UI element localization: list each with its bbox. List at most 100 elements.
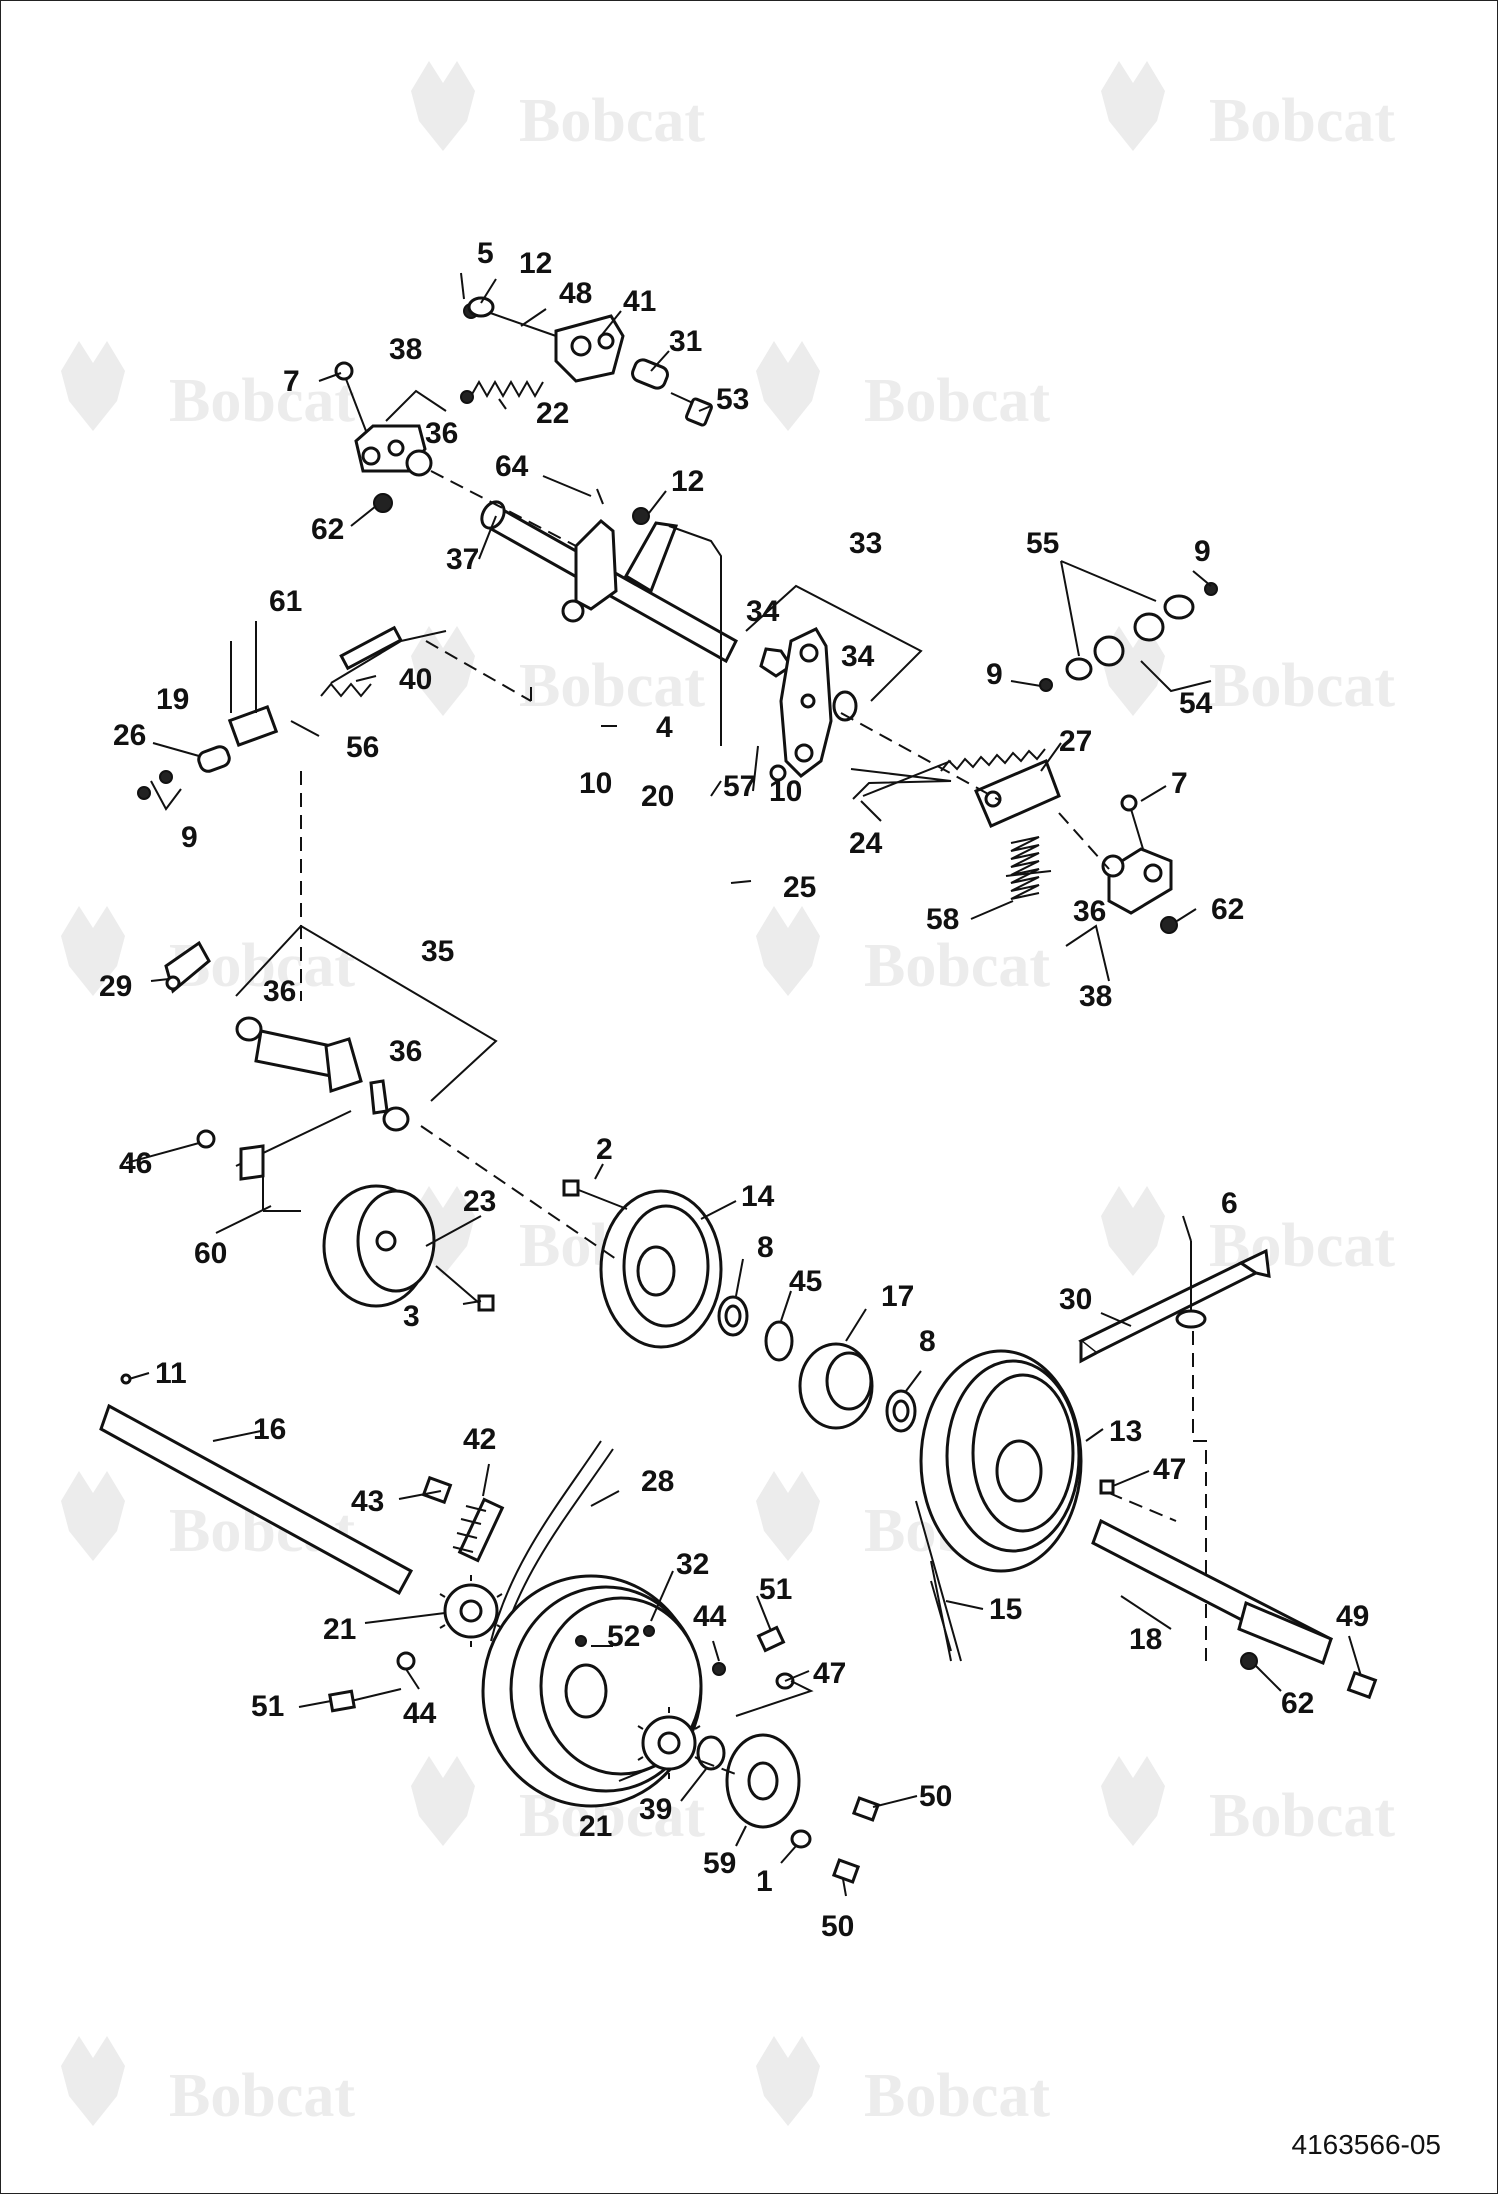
callout-12: 12: [671, 465, 704, 498]
callout-9: 9: [1194, 535, 1211, 568]
watermark-text: Bobcat: [864, 2062, 1050, 2130]
callout-50: 50: [919, 1780, 952, 1813]
part-bracket-38-right: [1101, 794, 1178, 934]
callout-10: 10: [769, 775, 802, 808]
callout-47: 47: [813, 1657, 846, 1690]
callout-18: 18: [1129, 1623, 1162, 1656]
callout-44: 44: [403, 1697, 437, 1730]
part-pulley-13: [915, 1349, 1083, 1662]
watermark-text: Bobcat: [864, 367, 1050, 435]
callout-36: 36: [389, 1035, 422, 1068]
callout-62: 62: [311, 513, 344, 546]
part-pulley-32: [481, 1574, 703, 1808]
callout-51: 51: [759, 1573, 792, 1606]
callout-52: 52: [607, 1620, 640, 1653]
watermark-text: Bobcat: [169, 2062, 355, 2130]
callout-64: 64: [495, 450, 529, 483]
callout-58: 58: [926, 903, 959, 936]
callout-4: 4: [656, 711, 673, 744]
callout-5: 5: [477, 237, 494, 270]
callout-62: 62: [1281, 1687, 1314, 1720]
callout-38: 38: [389, 333, 422, 366]
callout-20: 20: [641, 780, 674, 813]
callout-7: 7: [1171, 767, 1188, 800]
part-shaft-18: [1091, 1518, 1378, 1700]
callout-25: 25: [783, 871, 816, 904]
callout-16: 16: [253, 1413, 286, 1446]
callout-41: 41: [623, 285, 656, 318]
callout-36: 36: [425, 417, 458, 450]
callout-6: 6: [1221, 1187, 1238, 1220]
callout-27: 27: [1059, 725, 1092, 758]
callout-3: 3: [403, 1300, 420, 1333]
watermark-text: Bobcat: [1209, 652, 1395, 720]
callout-8: 8: [919, 1325, 936, 1358]
callout-51: 51: [251, 1690, 284, 1723]
callout-10: 10: [579, 767, 612, 800]
callout-24: 24: [849, 827, 883, 860]
document-number: 4163566-05: [1291, 2129, 1441, 2160]
watermark-layer: Bobcat Bobcat Bobcat Bobcat Bobcat Bobca…: [61, 61, 1395, 2130]
part-shaft-16: [99, 1373, 453, 1596]
callout-35: 35: [421, 935, 454, 968]
part-pulley-14: [562, 1179, 723, 1349]
callout-34: 34: [841, 640, 875, 673]
part-rod-24: [850, 748, 1046, 800]
callout-12: 12: [519, 247, 552, 280]
part-shaft-37: [480, 488, 738, 746]
watermark-text: Bobcat: [1209, 87, 1395, 155]
callout-17: 17: [881, 1280, 914, 1313]
centerlines: [300, 470, 1177, 1777]
callout-34: 34: [746, 595, 780, 628]
callout-22: 22: [536, 397, 569, 430]
callout-30: 30: [1059, 1283, 1092, 1316]
callout-48: 48: [559, 277, 592, 310]
parts-layer: [99, 272, 1378, 1884]
part-washers-54-55: [1039, 582, 1218, 692]
callout-44: 44: [693, 1600, 727, 1633]
part-belt-15: [930, 1580, 952, 1652]
watermark-text: Bobcat: [1209, 1782, 1395, 1850]
callout-60: 60: [194, 1237, 227, 1270]
callout-50: 50: [821, 1910, 854, 1943]
callout-32: 32: [676, 1548, 709, 1581]
callout-59: 59: [703, 1847, 736, 1880]
part-bearing-stack: [717, 1295, 917, 1433]
callout-54: 54: [1179, 687, 1213, 720]
group-braces: [150, 389, 1212, 1717]
callout-8: 8: [757, 1231, 774, 1264]
part-bracket-38-left: [334, 361, 433, 513]
part-hub-59: [725, 1733, 881, 1884]
callout-13: 13: [1109, 1415, 1142, 1448]
callout-23: 23: [463, 1185, 496, 1218]
callout-21: 21: [323, 1613, 356, 1646]
callout-labels: 5 12 48 41 38 7 31 22 53 36 64 12 62 37 …: [99, 237, 1369, 1943]
part-spring-22: [460, 379, 544, 404]
callout-33: 33: [849, 527, 882, 560]
part-bracket-30: [1078, 1241, 1271, 1661]
callout-57: 57: [723, 770, 756, 803]
callout-11: 11: [155, 1357, 187, 1390]
watermark-text: Bobcat: [519, 87, 705, 155]
part-spring-58: [1005, 836, 1052, 900]
callout-46: 46: [119, 1147, 152, 1180]
callout-53: 53: [716, 383, 749, 416]
part-sprocket-21-left: [328, 1575, 503, 1713]
watermark-text: Bobcat: [519, 652, 705, 720]
callout-49: 49: [1336, 1600, 1369, 1633]
callout-15: 15: [989, 1593, 1022, 1626]
part-link-left: [137, 621, 447, 800]
callout-38: 38: [1079, 980, 1112, 1013]
callout-7: 7: [283, 365, 300, 398]
callout-2: 2: [596, 1133, 613, 1166]
callout-1: 1: [756, 1865, 773, 1898]
callout-47: 47: [1153, 1453, 1186, 1486]
callout-42: 42: [463, 1423, 496, 1456]
callout-26: 26: [113, 719, 146, 752]
part-washer-12-top: [460, 272, 495, 318]
callout-36: 36: [263, 975, 296, 1008]
callout-55: 55: [1026, 527, 1059, 560]
watermark-text: Bobcat: [864, 932, 1050, 1000]
callout-19: 19: [156, 683, 189, 716]
